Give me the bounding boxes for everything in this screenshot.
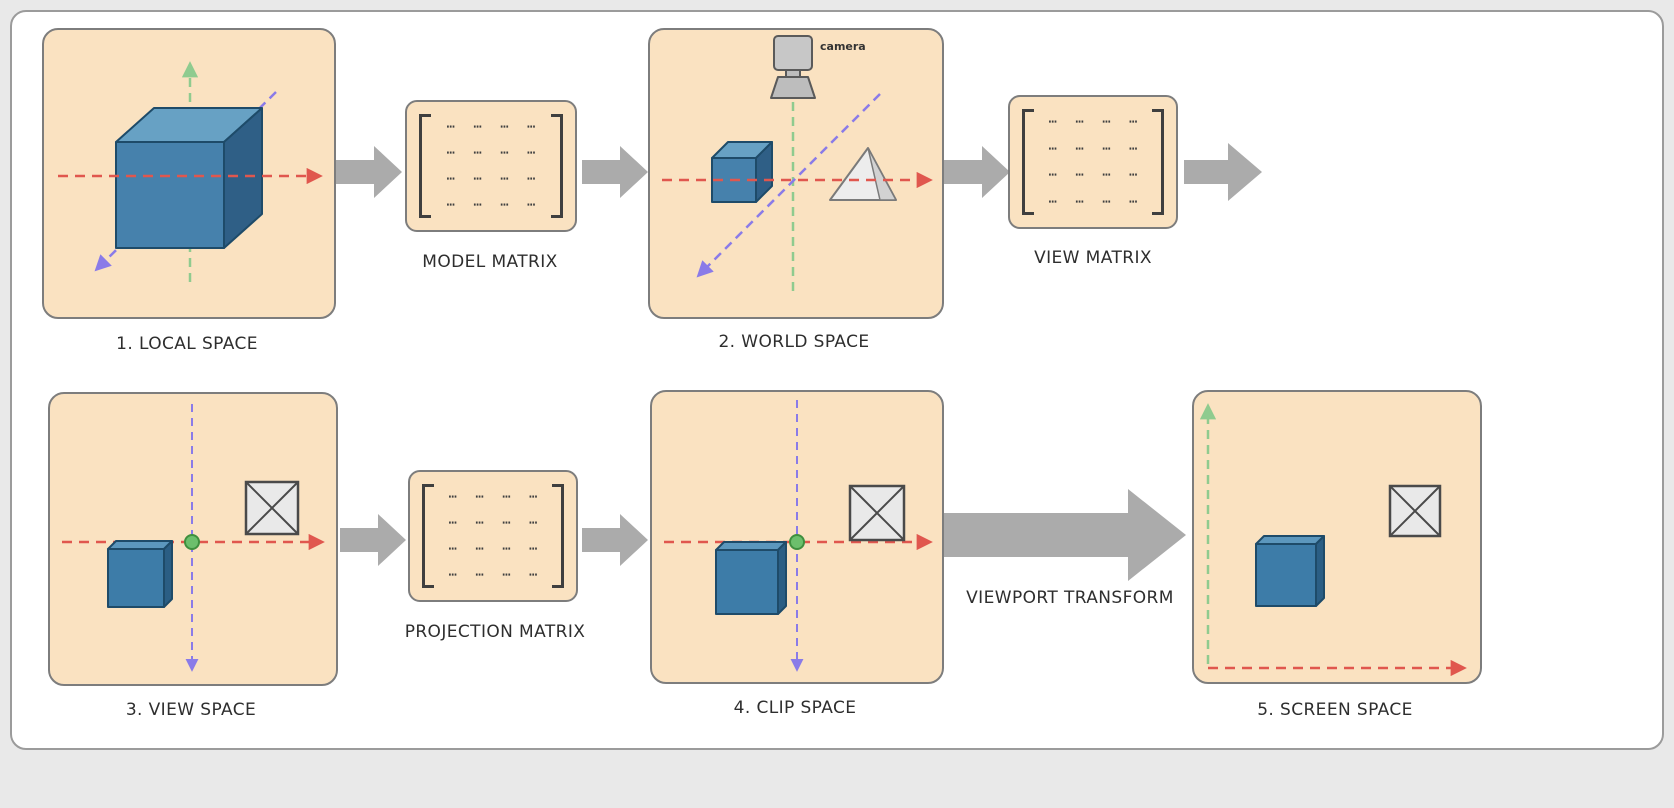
panel-view-space [48, 392, 338, 686]
local-space-label: 1. LOCAL SPACE [116, 334, 258, 354]
cube-icon [115, 107, 263, 249]
z-axis-purple [696, 93, 881, 278]
viewport-transform-arrow-icon [944, 489, 1186, 581]
panel-local-space [42, 28, 336, 319]
model-matrix-box: ⋯ ⋯ ⋯ ⋯ ⋯ ⋯ ⋯ ⋯ ⋯ ⋯ ⋯ ⋯ ⋯ ⋯ ⋯ ⋯ [405, 100, 577, 232]
matrix-row: ⋯ ⋯ ⋯ ⋯ [1048, 140, 1138, 157]
matrix-bracket-right [551, 114, 563, 218]
matrix-bracket-left [422, 484, 434, 588]
view-matrix-label: VIEW MATRIX [1034, 248, 1152, 268]
matrix-values: ⋯ ⋯ ⋯ ⋯ ⋯ ⋯ ⋯ ⋯ ⋯ ⋯ ⋯ ⋯ ⋯ ⋯ ⋯ ⋯ [434, 484, 552, 588]
matrix-bracket-right [552, 484, 564, 588]
matrix-row: ⋯ ⋯ ⋯ ⋯ [446, 171, 536, 187]
matrix-row: ⋯ ⋯ ⋯ ⋯ [448, 567, 538, 583]
matrix-row: ⋯ ⋯ ⋯ ⋯ [1048, 167, 1138, 184]
cube-icon [711, 141, 773, 203]
x-box-icon [244, 480, 300, 536]
clip-space-label: 4. CLIP SPACE [733, 698, 857, 718]
view-space-scene [62, 404, 325, 672]
world-space-scene: camera [662, 35, 933, 296]
flow-arrow-icon [336, 146, 402, 198]
matrix-row: ⋯ ⋯ ⋯ ⋯ [446, 119, 536, 135]
world-space-label: 2. WORLD SPACE [718, 332, 870, 352]
clip-space-scene [664, 400, 933, 672]
flow-arrow-icon [340, 514, 406, 566]
camera-icon [770, 35, 816, 99]
matrix-row: ⋯ ⋯ ⋯ ⋯ [446, 145, 536, 161]
matrix-values: ⋯ ⋯ ⋯ ⋯ ⋯ ⋯ ⋯ ⋯ ⋯ ⋯ ⋯ ⋯ ⋯ ⋯ ⋯ ⋯ [431, 114, 551, 218]
cube-icon [107, 540, 173, 608]
matrix-row: ⋯ ⋯ ⋯ ⋯ [448, 515, 538, 531]
view-matrix-box: ⋯ ⋯ ⋯ ⋯ ⋯ ⋯ ⋯ ⋯ ⋯ ⋯ ⋯ ⋯ ⋯ ⋯ ⋯ ⋯ [1008, 95, 1178, 229]
projection-matrix-label: PROJECTION MATRIX [404, 622, 586, 642]
flow-arrow-icon [944, 146, 1010, 198]
pyramid-icon [829, 147, 897, 201]
matrix-row: ⋯ ⋯ ⋯ ⋯ [448, 489, 538, 505]
model-matrix-label: MODEL MATRIX [422, 252, 558, 272]
screen-space-label: 5. SCREEN SPACE [1257, 700, 1413, 720]
flow-arrow-icon [582, 146, 648, 198]
matrix-row: ⋯ ⋯ ⋯ ⋯ [446, 197, 536, 213]
origin-dot-icon [184, 534, 200, 550]
matrix-bracket-right [1152, 109, 1164, 215]
matrix-values: ⋯ ⋯ ⋯ ⋯ ⋯ ⋯ ⋯ ⋯ ⋯ ⋯ ⋯ ⋯ ⋯ ⋯ ⋯ ⋯ [1034, 109, 1152, 215]
screen-space-scene [1199, 403, 1467, 677]
camera-label: camera [820, 40, 866, 53]
view-space-label: 3. VIEW SPACE [125, 700, 257, 720]
panel-screen-space [1192, 390, 1482, 684]
viewport-transform-label: VIEWPORT TRANSFORM [966, 588, 1174, 608]
origin-dot-icon [789, 534, 805, 550]
matrix-bracket-left [419, 114, 431, 218]
cube-icon [715, 541, 787, 615]
panel-world-space: camera [648, 28, 944, 319]
cube-icon [1255, 535, 1325, 607]
matrix-row: ⋯ ⋯ ⋯ ⋯ [448, 541, 538, 557]
flow-arrow-icon [1184, 143, 1262, 201]
matrix-row: ⋯ ⋯ ⋯ ⋯ [1048, 114, 1138, 131]
matrix-row: ⋯ ⋯ ⋯ ⋯ [1048, 193, 1138, 210]
x-box-icon [1388, 484, 1442, 538]
local-space-scene [58, 61, 323, 282]
matrix-bracket-left [1022, 109, 1034, 215]
flow-arrow-icon [582, 514, 648, 566]
x-box-icon [848, 484, 906, 542]
projection-matrix-box: ⋯ ⋯ ⋯ ⋯ ⋯ ⋯ ⋯ ⋯ ⋯ ⋯ ⋯ ⋯ ⋯ ⋯ ⋯ ⋯ [408, 470, 578, 602]
panel-clip-space [650, 390, 944, 684]
